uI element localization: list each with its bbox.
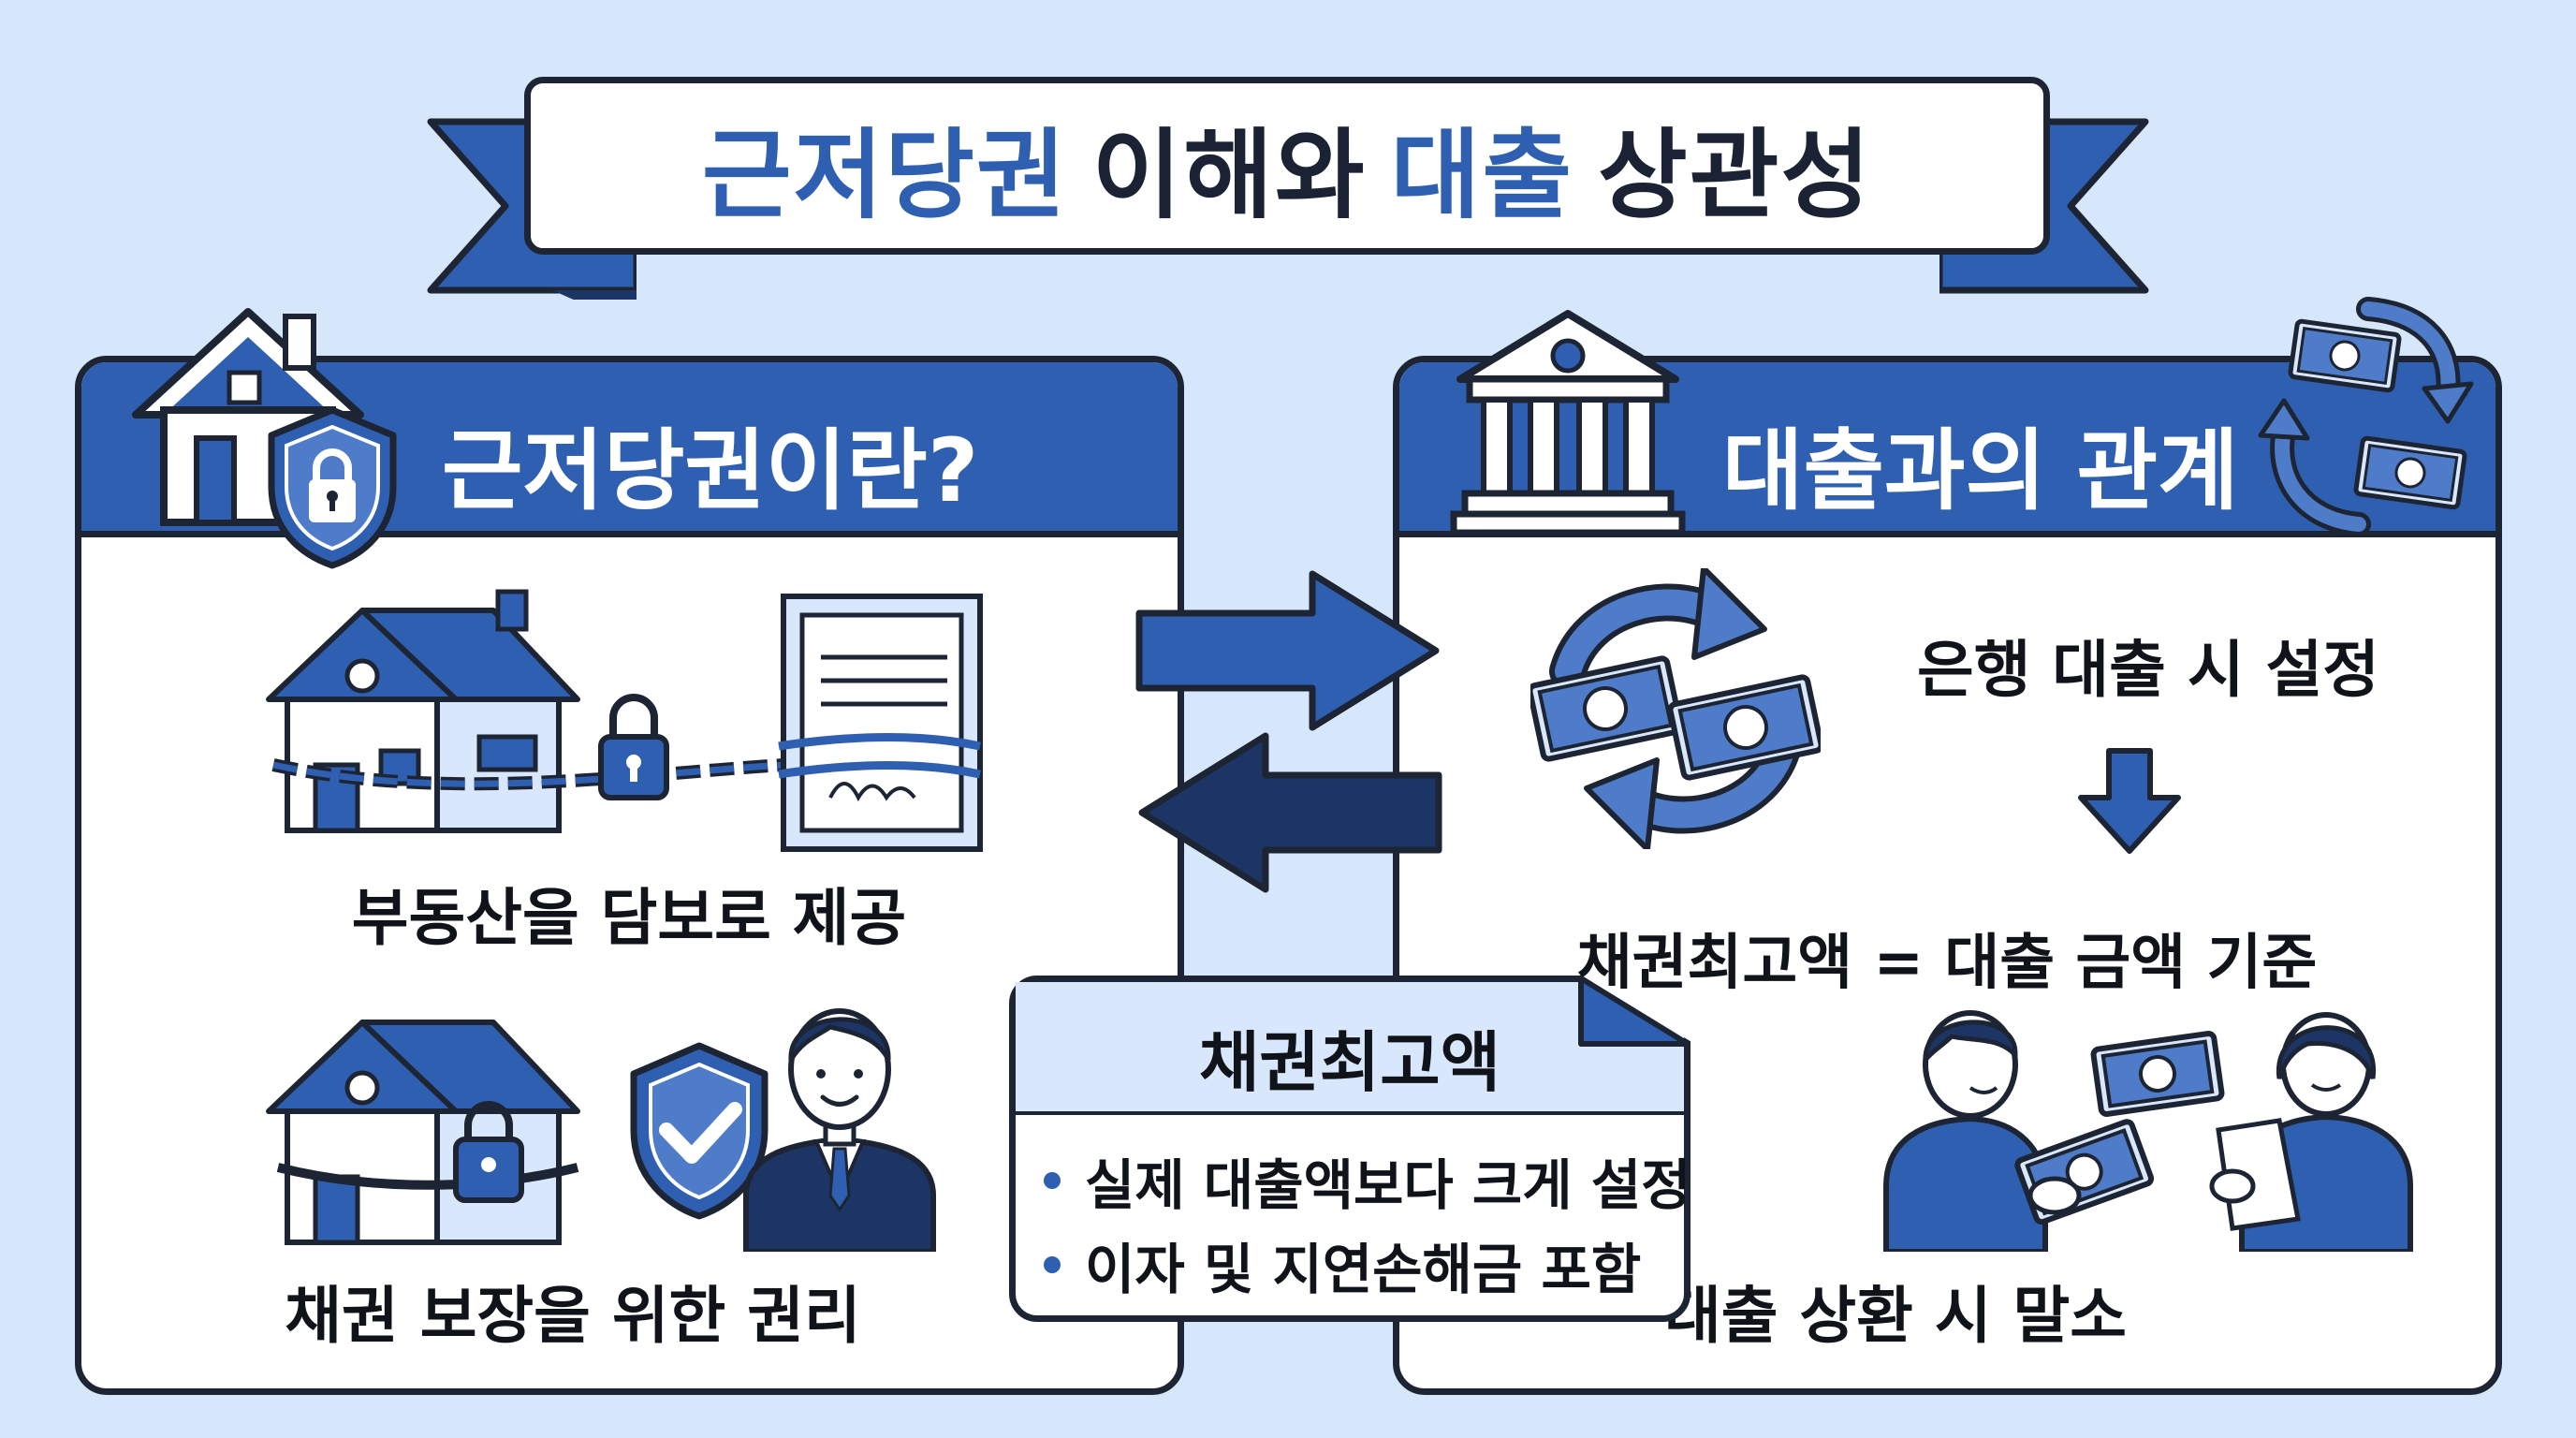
note-item-1: 실제 대출액보다 크게 설정	[1044, 1141, 1691, 1220]
money-exchange-icon	[1530, 568, 1821, 849]
title-part-4: 상관성	[1598, 117, 1873, 232]
bullet-icon	[1044, 1172, 1061, 1189]
money-cycle-icon	[2258, 297, 2474, 536]
people-handover-icon	[1883, 1010, 2413, 1252]
title-part-3: 대출	[1390, 117, 1574, 232]
note-header	[1016, 982, 1684, 1115]
right-step3-label: 대출 상환 시 말소	[1664, 1280, 2127, 1352]
note-item-2: 이자 및 지연손해금 포함	[1044, 1225, 1641, 1304]
left-item1-label: 부동산을 담보로 제공	[351, 882, 907, 954]
left-panel-title: 근저당권이란?	[442, 420, 979, 522]
businessman-icon	[743, 1008, 936, 1252]
shield-lock-icon	[268, 406, 397, 569]
right-arrow-icon	[1135, 570, 1440, 731]
bond-max-note-card: 채권최고액 실제 대출액보다 크게 설정 이자 및 지연손해금 포함	[1009, 976, 1690, 1322]
shield-check-icon	[630, 1042, 768, 1220]
right-step1-label: 은행 대출 시 설정	[1917, 634, 2379, 706]
note-title: 채권최고액	[1199, 1024, 1500, 1101]
note-folded-corner	[1578, 976, 1690, 1047]
house-icon	[132, 308, 364, 526]
house-lock-illustration	[266, 1020, 580, 1245]
down-arrow-icon	[2078, 748, 2181, 854]
left-item2-label: 채권 보장을 위한 권리	[285, 1280, 861, 1352]
note-item-1-text: 실제 대출액보다 크게 설정	[1085, 1153, 1691, 1217]
left-arrow-icon	[1138, 732, 1442, 893]
title-part-2: 이해와	[1091, 117, 1367, 232]
house-chain-illustration	[266, 589, 983, 852]
title-part-1: 근저당권	[701, 117, 1068, 232]
right-panel-title: 대출과의 관계	[1722, 420, 2239, 522]
title-banner: 근저당권 이해와 대출 상관성	[524, 77, 2050, 255]
right-panel: 대출과의 관계 은행 대출 시 설정 채권최고액 = 대출 금액 기준	[1393, 356, 2502, 1395]
right-step2-label: 채권최고액 = 대출 금액 기준	[1576, 929, 2318, 998]
bullet-icon	[1044, 1256, 1061, 1273]
note-item-2-text: 이자 및 지연손해금 포함	[1085, 1238, 1642, 1301]
bank-icon	[1450, 310, 1686, 536]
